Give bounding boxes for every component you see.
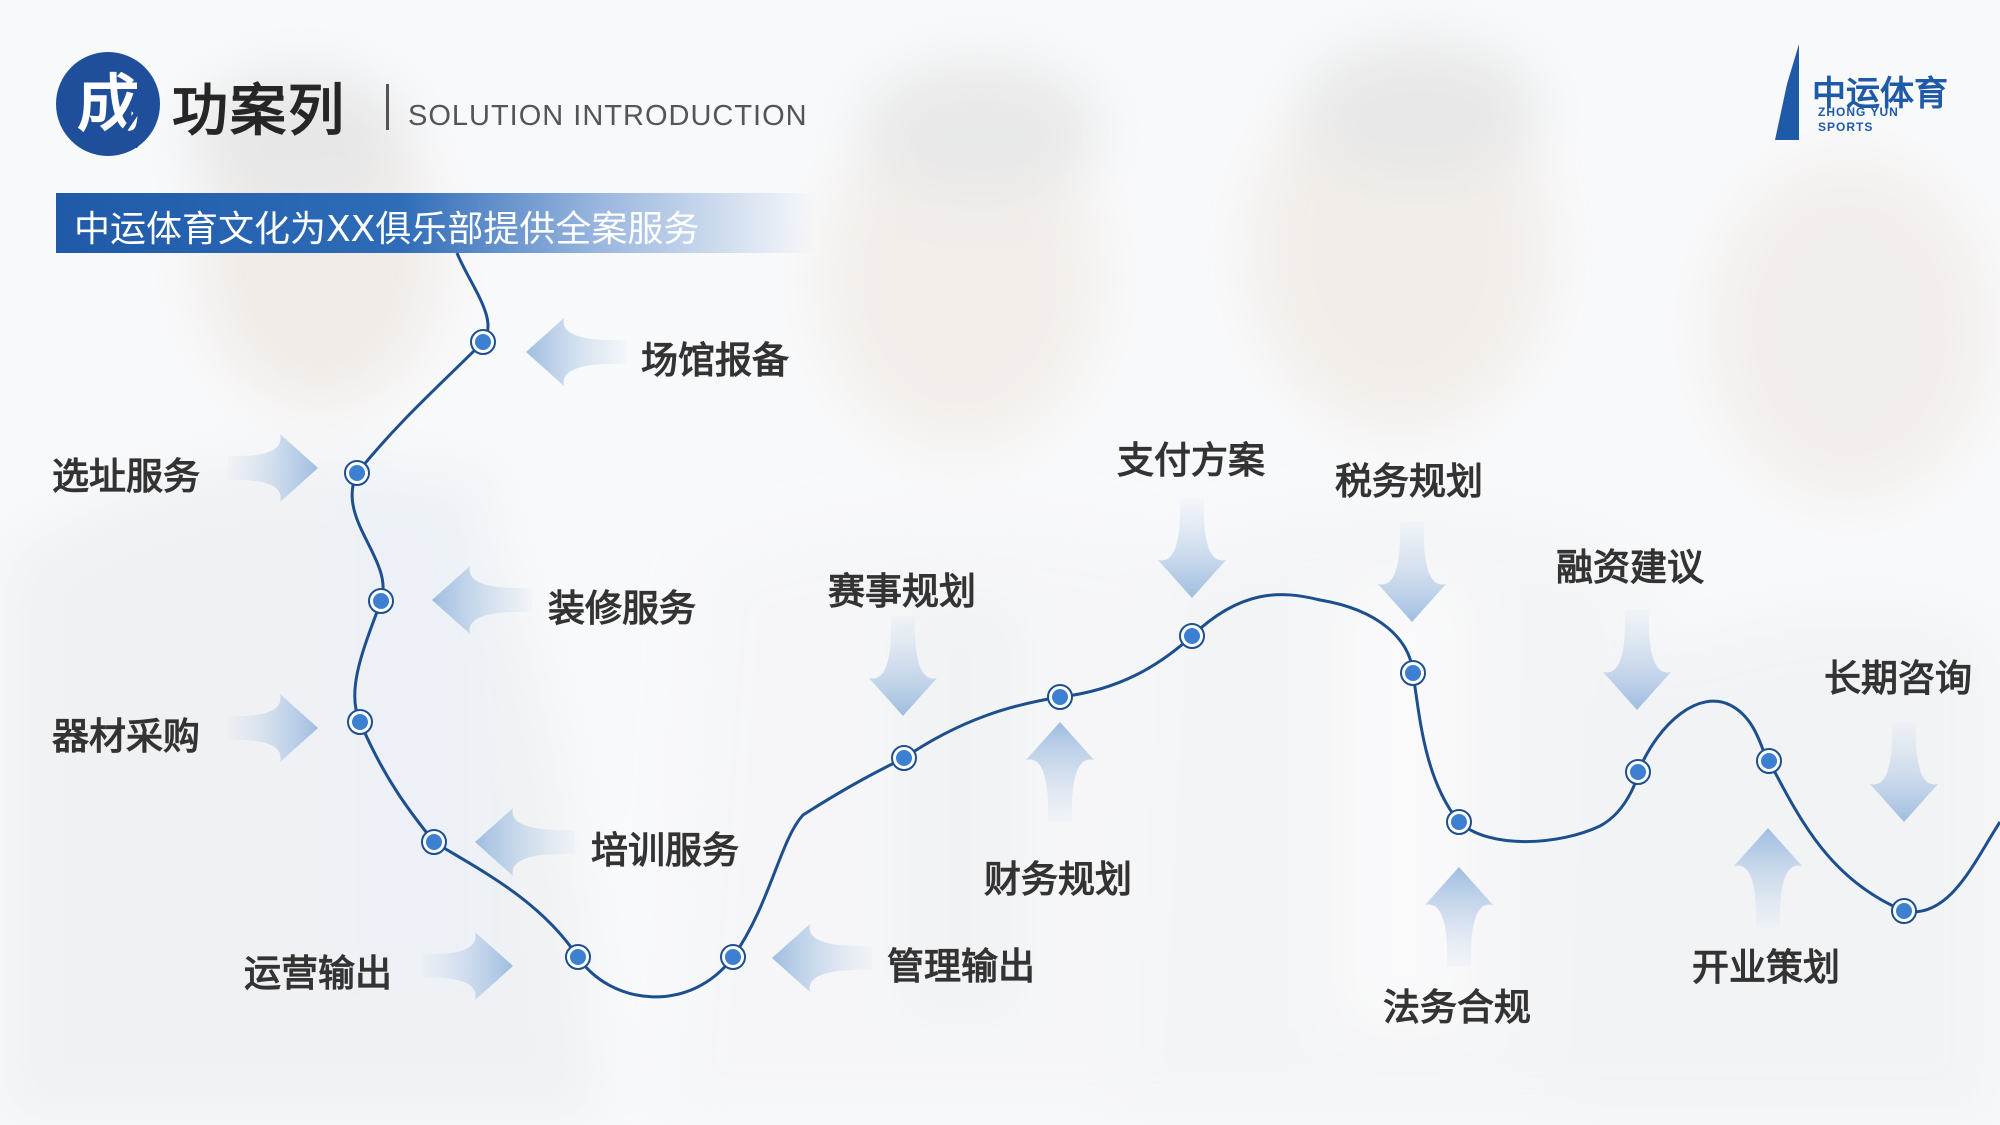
step-label: 场馆报备 xyxy=(641,339,789,382)
arrow-icon xyxy=(772,924,872,992)
step-label: 装修服务 xyxy=(548,587,696,630)
step-label: 培训服务 xyxy=(591,829,739,872)
logo-name-en-line2: SPORTS xyxy=(1818,120,1874,134)
process-node xyxy=(475,334,491,350)
process-node xyxy=(1052,689,1068,705)
logo-name-en: ZHONG YUN SPORTS xyxy=(1818,105,1899,135)
arrow-icon xyxy=(1378,522,1446,622)
arrow-icon xyxy=(228,694,318,762)
arrow-icon xyxy=(1734,828,1802,928)
step-label: 财务规划 xyxy=(984,858,1132,901)
step-label: 管理输出 xyxy=(887,945,1035,988)
arrow-icon xyxy=(228,434,318,502)
process-node xyxy=(1896,903,1912,919)
zhongyun-logo-icon xyxy=(1775,44,1799,140)
step-label: 开业策划 xyxy=(1692,946,1840,989)
process-node xyxy=(373,593,389,609)
process-node xyxy=(426,834,442,850)
step-label: 融资建议 xyxy=(1556,546,1704,589)
step-label: 运营输出 xyxy=(244,952,392,995)
arrow-icon xyxy=(1158,498,1226,598)
process-node xyxy=(1184,628,1200,644)
process-node xyxy=(1630,764,1646,780)
process-path-line xyxy=(350,252,2000,999)
arrow-icon xyxy=(1603,610,1671,710)
process-node xyxy=(349,465,365,481)
page-title-english: SOLUTION INTRODUCTION xyxy=(408,100,808,132)
arrow-icon xyxy=(432,566,532,634)
process-node xyxy=(570,949,586,965)
process-node xyxy=(1451,814,1467,830)
step-label: 器材采购 xyxy=(52,715,200,758)
process-node xyxy=(352,714,368,730)
process-node xyxy=(725,949,741,965)
step-label: 法务合规 xyxy=(1383,986,1531,1029)
step-label: 选址服务 xyxy=(52,455,200,498)
arrow-icon xyxy=(1026,722,1094,822)
page-title: 功案列 xyxy=(172,78,346,144)
logo-name-cn: 中运体育 xyxy=(1812,74,1948,114)
arrow-icon xyxy=(869,616,937,716)
title-divider xyxy=(386,84,389,130)
step-label: 支付方案 xyxy=(1117,439,1265,482)
step-label: 长期咨询 xyxy=(1824,657,1972,700)
arrow-icon xyxy=(423,932,513,1000)
subtitle-banner xyxy=(56,193,816,253)
subtitle-text: 中运体育文化为XX俱乐部提供全案服务 xyxy=(74,209,700,250)
arrow-icon xyxy=(475,808,575,876)
process-node xyxy=(1405,665,1421,681)
step-label: 赛事规划 xyxy=(828,570,976,613)
process-node xyxy=(1761,753,1777,769)
arrow-icon xyxy=(1870,722,1938,822)
badge-stripes-decoration xyxy=(111,94,152,148)
arrow-icon xyxy=(526,318,626,386)
step-label: 税务规划 xyxy=(1335,460,1483,503)
process-node xyxy=(896,750,912,766)
logo-name-en-line1: ZHONG YUN xyxy=(1818,105,1899,119)
arrow-icon xyxy=(1425,867,1493,967)
